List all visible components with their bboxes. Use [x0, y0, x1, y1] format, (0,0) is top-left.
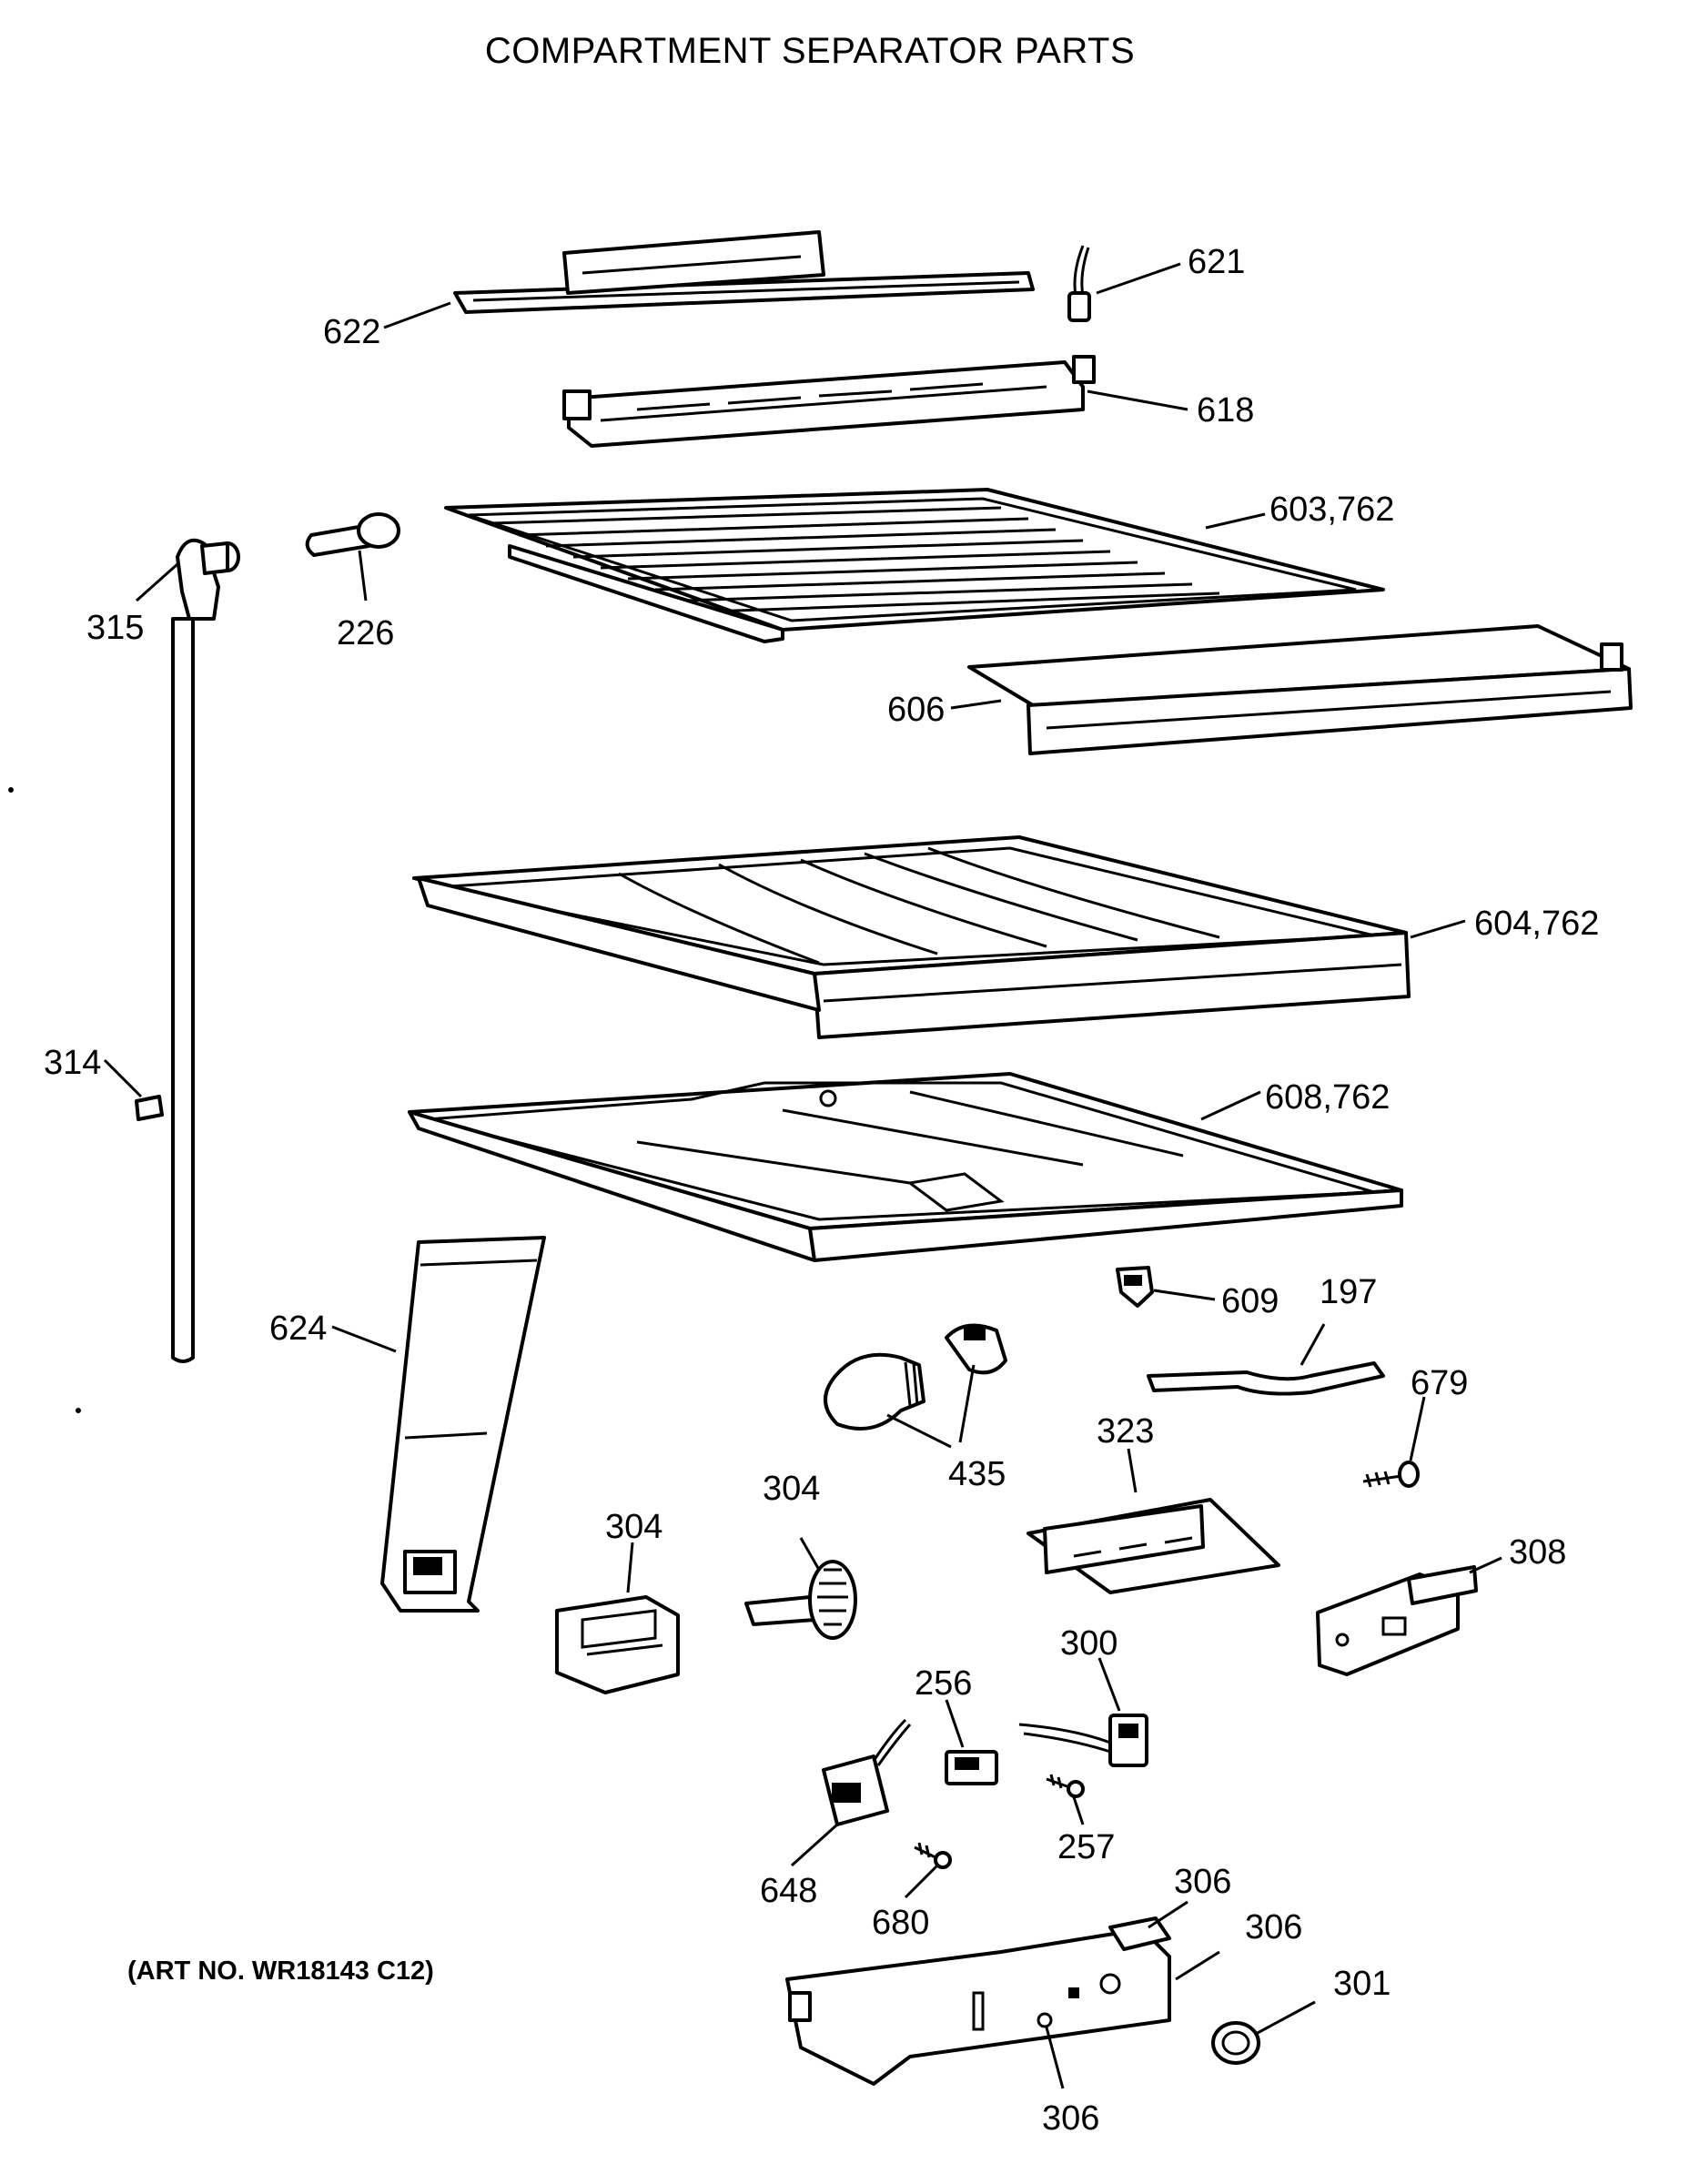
- callout-679: 679: [1411, 1364, 1468, 1402]
- callout-304-knob: 304: [763, 1470, 820, 1508]
- stray-dot: [76, 1408, 81, 1413]
- page-title: COMPARTMENT SEPARATOR PARTS: [484, 31, 1136, 71]
- callout-308: 308: [1509, 1533, 1566, 1572]
- callout-435: 435: [948, 1455, 1006, 1493]
- callout-306-mid: 306: [1245, 1908, 1302, 1946]
- callout-680: 680: [872, 1904, 929, 1942]
- part-197-strap: [1147, 1361, 1385, 1396]
- callout-621: 621: [1188, 243, 1245, 281]
- callout-257: 257: [1057, 1828, 1115, 1866]
- part-606-panel: [967, 624, 1633, 755]
- part-621-tube: [1067, 245, 1091, 322]
- part-624-duct: [380, 1236, 546, 1613]
- part-308-bracket: [1316, 1565, 1478, 1676]
- part-257-screw: [1046, 1774, 1085, 1798]
- callout-603-762: 603,762: [1269, 490, 1394, 529]
- callout-306-bottom: 306: [1042, 2099, 1099, 2138]
- part-435-bulb: [824, 1323, 1007, 1431]
- part-301-plug: [1211, 2021, 1260, 2065]
- part-648-motor: [822, 1718, 912, 1826]
- callout-306-top: 306: [1174, 1863, 1231, 1901]
- callout-197: 197: [1320, 1273, 1377, 1311]
- callout-300: 300: [1060, 1624, 1118, 1663]
- part-226-fitting: [305, 512, 400, 557]
- callout-315: 315: [86, 609, 144, 647]
- stray-dot: [8, 787, 14, 793]
- callout-301: 301: [1333, 1965, 1391, 2003]
- callout-256: 256: [915, 1664, 972, 1703]
- leader-lines: [103, 262, 1502, 2089]
- part-304-block: [555, 1595, 680, 1694]
- callout-604-762: 604,762: [1474, 905, 1599, 943]
- callout-labels: 622 621 618 603,762 315 226 606 604,762 …: [44, 243, 1599, 2138]
- callout-622: 622: [323, 313, 380, 351]
- part-304-knob: [744, 1560, 857, 1640]
- callout-609: 609: [1221, 1282, 1279, 1320]
- callout-618: 618: [1197, 391, 1254, 430]
- part-603-shelf: [444, 488, 1385, 643]
- callout-323: 323: [1097, 1412, 1154, 1451]
- callout-606: 606: [887, 691, 945, 729]
- part-618-shield: [562, 355, 1096, 448]
- part-306-bracket: [785, 1916, 1171, 2086]
- callout-226: 226: [337, 614, 394, 652]
- callout-608-762: 608,762: [1265, 1078, 1390, 1117]
- part-314-clip: [135, 1095, 164, 1121]
- part-680-screw: [914, 1842, 952, 1869]
- part-608-pan: [408, 1072, 1403, 1262]
- callout-648: 648: [760, 1872, 817, 1910]
- callout-624: 624: [269, 1309, 327, 1348]
- part-323-box: [1027, 1498, 1280, 1594]
- part-300-switch: [1018, 1714, 1148, 1767]
- vertical-tube: [171, 617, 195, 1363]
- part-604-separator: [412, 835, 1411, 1039]
- part-622-cover: [453, 230, 1035, 314]
- callout-304-block: 304: [605, 1508, 662, 1546]
- part-315-bracket: [176, 538, 240, 621]
- art-number: (ART NO. WR18143 C12): [127, 1956, 434, 1986]
- part-679-screw: [1362, 1461, 1420, 1488]
- part-609-clip: [1116, 1266, 1154, 1308]
- callout-314: 314: [44, 1044, 101, 1082]
- part-256-switch: [945, 1750, 998, 1785]
